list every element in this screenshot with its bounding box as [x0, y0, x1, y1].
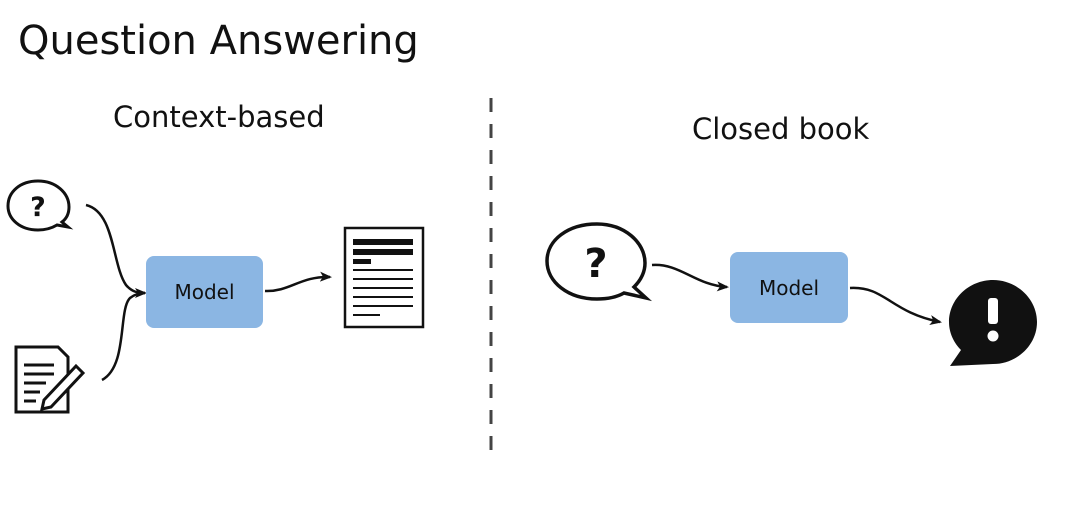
exclamation-bubble-icon [949, 280, 1037, 366]
arrow-model-to-answer [849, 286, 942, 325]
text-document-icon [343, 226, 425, 329]
question-bubble-icon: ? [545, 222, 653, 302]
arrow-model-to-output [264, 271, 332, 293]
page-title: Question Answering [18, 18, 419, 64]
section-label-closed-book: Closed book [692, 112, 870, 146]
model-label: Model [174, 280, 235, 304]
arrow-document-to-model [101, 291, 146, 382]
svg-text:?: ? [584, 241, 607, 287]
arrow-question-to-model [85, 203, 147, 298]
model-label: Model [758, 275, 820, 300]
model-box-context-based: Model [146, 256, 263, 328]
document-edit-icon [14, 345, 86, 414]
svg-text:?: ? [30, 192, 46, 223]
arrow-question-to-model-closed [651, 263, 729, 292]
section-label-context-based: Context-based [113, 100, 325, 134]
question-bubble-icon: ? [6, 179, 74, 232]
model-box-closed-book: Model [730, 252, 848, 323]
